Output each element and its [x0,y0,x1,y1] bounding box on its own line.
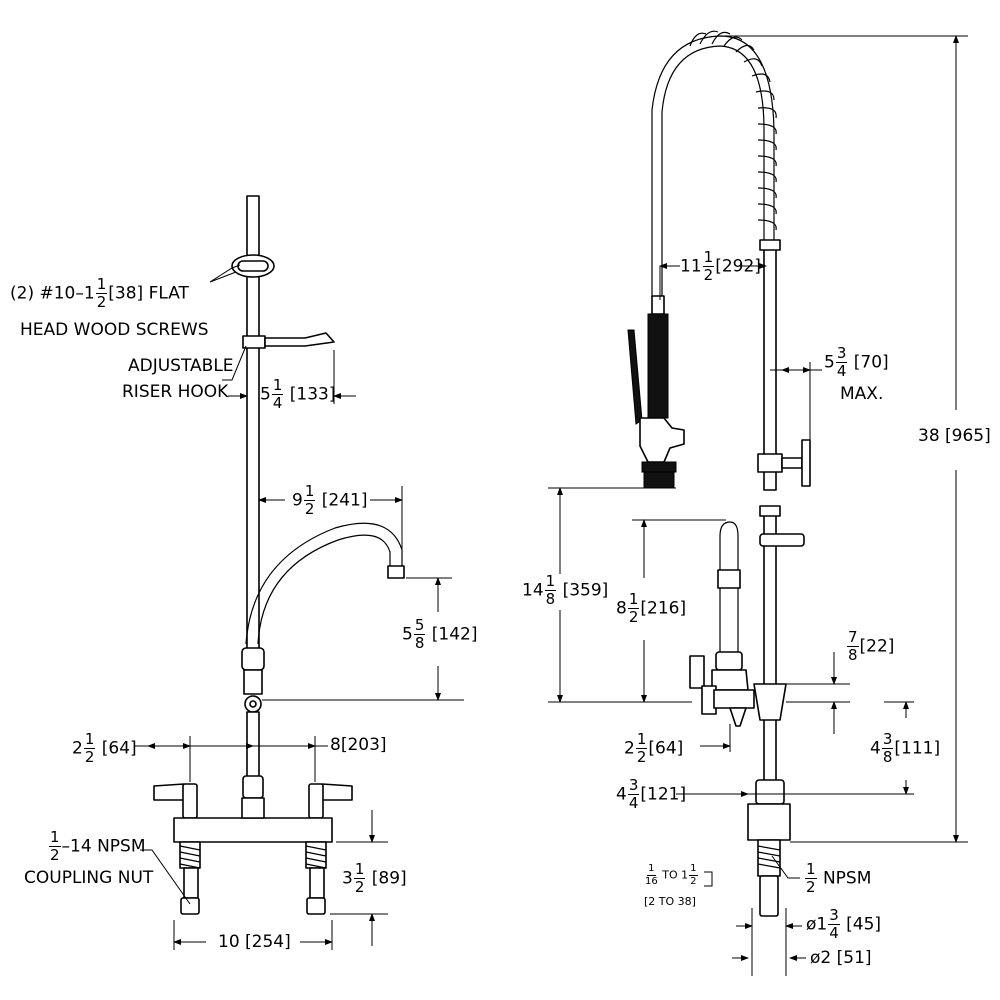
screws-size: #10–1 [39,283,95,304]
right-spray-valve [627,295,685,489]
right-dimension-lines [548,35,968,976]
right-riser-hook [759,505,805,547]
left-faucet-view [134,195,464,950]
deck-thickness-metric: [2 TO 38] [644,895,696,908]
riser-hook-note-line2: RISER HOOK [122,382,229,402]
center-dim: 8[203] [330,735,387,755]
overall-height-dim: 38 [965] [918,426,991,446]
riser-hook-note-line1: ADJUSTABLE [128,356,234,376]
coupling-note-line2: COUPLING NUT [24,868,154,888]
left-swing-spout [245,522,405,645]
wall-bracket-max: MAX. [840,384,884,404]
screws-note-line2: HEAD WOOD SCREWS [20,320,209,340]
spray-handle-grip [647,313,669,419]
left-handle-left [153,783,198,819]
right-tee-fitting [747,683,791,917]
left-handle-right [308,783,353,819]
left-shank-right [305,841,327,915]
left-riser-hook [242,332,335,349]
left-shank-left [179,841,201,915]
spray-lever [627,329,643,425]
right-prerinse-view [548,30,968,976]
base-dia-dim: ø2 [51] [810,948,872,968]
left-valve-body [241,647,265,713]
right-wall-bracket [757,439,811,487]
screws-type: FLAT [148,283,189,304]
left-lower-riser [246,711,260,779]
screws-metric: [38] [108,283,144,304]
left-deck-body [173,817,333,843]
overall-width-dim: 10 [254] [218,932,291,952]
left-dimension-lines [134,264,464,950]
right-addon-faucet [689,521,755,727]
screws-qty: (2) [10,283,35,304]
left-wall-bracket [231,254,275,278]
